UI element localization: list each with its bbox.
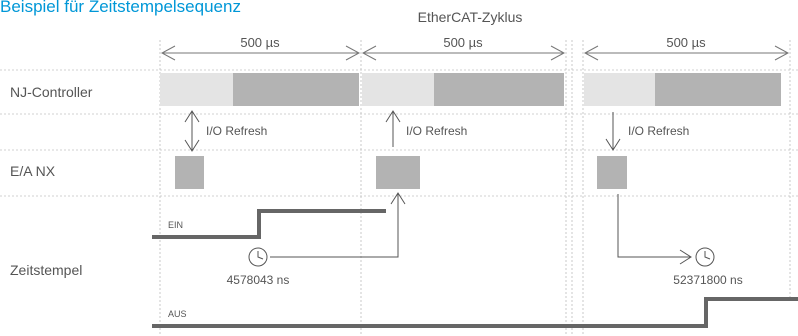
io-refresh-arrows [184, 110, 621, 152]
duration-label-2: 500 µs [443, 35, 483, 50]
arrow-head-down [184, 139, 200, 152]
io-refresh-label-2: I/O Refresh [406, 124, 467, 138]
io-refresh-label-3: I/O Refresh [628, 124, 689, 138]
controller-idle-segment [584, 73, 655, 106]
arrow-head-left [160, 45, 176, 61]
timestamp-connector-2 [617, 194, 692, 265]
row-label-timestamp: Zeitstempel [10, 262, 82, 278]
duration-label-1: 500 µs [240, 35, 280, 50]
arrow-head-left [361, 45, 377, 61]
controller-busy-segment [233, 73, 359, 106]
signal-label-on: EIN [168, 220, 183, 230]
arrow-head-up [385, 110, 401, 123]
io-block [175, 156, 204, 189]
controller-busy-segment [434, 73, 564, 106]
signal-ein-line [152, 209, 386, 239]
signal-label-off: AUS [168, 309, 187, 319]
arrow-head-down [605, 138, 621, 151]
cycle-label: EtherCAT-Zyklus [418, 9, 523, 25]
row-label-controller: NJ-Controller [10, 84, 93, 100]
arrow-head-left [583, 45, 599, 61]
arrow-head-right [774, 45, 790, 61]
signal-aus-line [152, 297, 798, 328]
arrow-head-up [390, 192, 406, 205]
controller-busy-segment [655, 73, 781, 106]
timestamp-connector-1 [270, 192, 406, 258]
timestamp-value-1: 4578043 ns [227, 273, 290, 287]
io-blocks [175, 156, 627, 189]
row-label-io: E/A NX [10, 163, 56, 179]
arrow-head-right [550, 45, 566, 61]
duration-arrows [160, 45, 790, 61]
clock-icon [248, 247, 268, 267]
io-refresh-label-1: I/O Refresh [206, 124, 267, 138]
signal-aus [152, 297, 798, 328]
connector-line [617, 194, 690, 258]
arrow-head-right [345, 45, 361, 61]
timestamp-value-2: 52371800 ns [673, 273, 742, 287]
diagram-title: Beispiel für Zeitstempelsequenz [0, 0, 241, 16]
arrow-head-up [184, 110, 200, 123]
arrow-head-right [679, 249, 692, 265]
row-separators [0, 69, 798, 197]
controller-idle-segment [160, 73, 233, 106]
connector-line [270, 194, 399, 258]
clock-icon [695, 247, 715, 267]
io-block [376, 156, 420, 189]
controller-idle-segment [362, 73, 434, 106]
controller-bars [160, 73, 781, 106]
signal-ein [152, 209, 386, 239]
duration-label-3: 500 µs [666, 35, 706, 50]
io-block [597, 156, 627, 189]
cycle-grid [159, 40, 791, 336]
